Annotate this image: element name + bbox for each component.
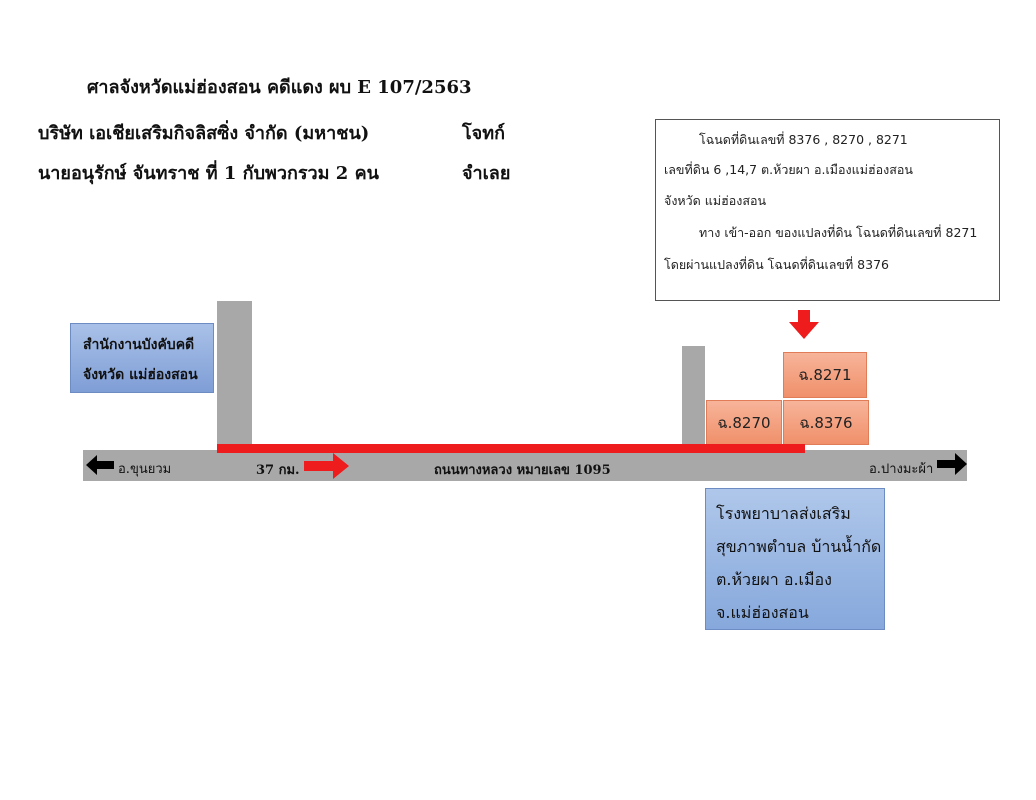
distance-label: 37 กม. — [256, 463, 300, 478]
left-arrow-icon — [86, 455, 114, 475]
highway-name: ถนนทางหลวง หมายเลข 1095 — [434, 463, 611, 478]
land-deed-info-box: โฉนดที่ดินเลขที่ 8376 , 8270 , 8271 เลขท… — [655, 119, 1000, 301]
info-line-via-parcel: โดยผ่านแปลงที่ดิน โฉนดที่ดินเลขที่ 8376 — [664, 257, 889, 272]
right-pillar — [682, 346, 705, 451]
parcel-8270-label: ฉ.8270 — [717, 413, 771, 432]
defendant-role: จำเลย — [462, 163, 511, 184]
parcel-8271-label: ฉ.8271 — [798, 366, 852, 384]
highway-road — [83, 450, 967, 481]
office-line-2: จังหวัด แม่ฮ่องสอน — [83, 367, 198, 383]
court-case-title: ศาลจังหวัดแม่ฮ่องสอน คดีแดง ผบ E 107/256… — [87, 77, 472, 98]
plaintiff-name: บริษัท เอเชียเสริมกิจลิสซิ่ง จำกัด (มหาช… — [38, 123, 370, 144]
hospital-line-3: ต.ห้วยผา อ.เมือง — [716, 570, 832, 589]
hospital-line-2: สุขภาพตำบล บ้านน้ำกัด — [716, 537, 882, 556]
right-destination: อ.ปางมะผ้า — [869, 462, 934, 477]
left-destination: อ.ขุนยวม — [118, 462, 172, 477]
route-highlight — [217, 444, 805, 453]
info-line-province: จังหวัด แม่ฮ่องสอน — [664, 193, 766, 208]
right-arrow-icon — [937, 453, 967, 475]
info-line-land-numbers: เลขที่ดิน 6 ,14,7 ต.ห้วยผา อ.เมืองแม่ฮ่อ… — [664, 162, 913, 177]
down-arrow-icon — [789, 310, 819, 339]
hospital-line-4: จ.แม่ฮ่องสอน — [716, 603, 809, 622]
left-pillar — [217, 301, 252, 451]
parcel-8376: ฉ.8376 — [783, 400, 869, 445]
hospital-box: โรงพยาบาลส่งเสริม สุขภาพตำบล บ้านน้ำกัด … — [705, 488, 885, 630]
info-line-deeds: โฉนดที่ดินเลขที่ 8376 , 8270 , 8271 — [699, 132, 908, 147]
right-arrow-icon — [304, 453, 349, 479]
enforcement-office-box: สำนักงานบังคับคดี จังหวัด แม่ฮ่องสอน — [70, 323, 214, 393]
plaintiff-role: โจทก์ — [462, 123, 505, 144]
info-line-access: ทาง เข้า-ออก ของแปลงที่ดิน โฉนดที่ดินเลข… — [699, 225, 978, 240]
hospital-line-1: โรงพยาบาลส่งเสริม — [716, 504, 851, 523]
defendant-name: นายอนุรักษ์ จันทราช ที่ 1 กับพวกรวม 2 คน — [38, 163, 379, 184]
parcel-8270: ฉ.8270 — [706, 400, 782, 445]
parcel-8271: ฉ.8271 — [783, 352, 867, 398]
parcel-8376-label: ฉ.8376 — [799, 413, 853, 432]
office-line-1: สำนักงานบังคับคดี — [83, 337, 195, 353]
